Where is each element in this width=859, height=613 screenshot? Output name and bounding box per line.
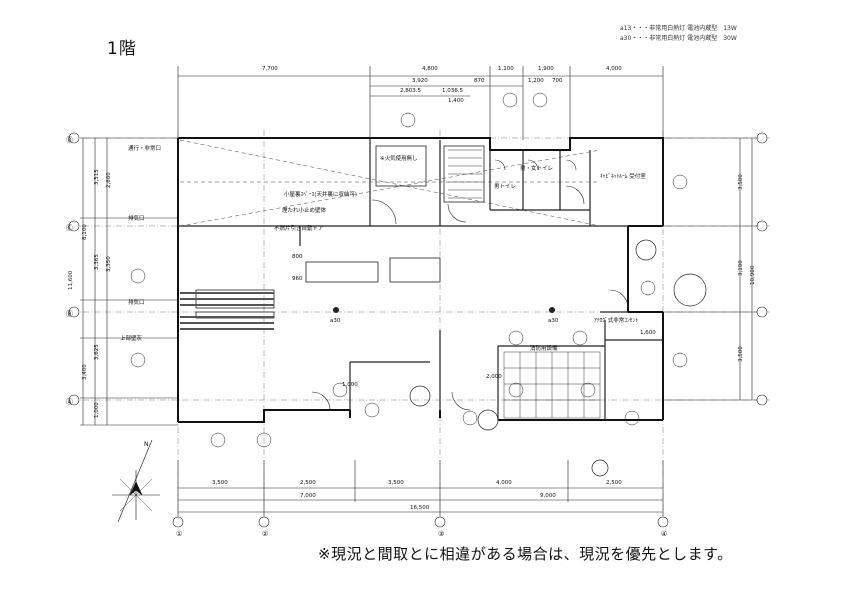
label-hijo: 消防用設備 — [530, 344, 558, 352]
outer-walls — [177, 137, 664, 423]
legend: a13・・・非常用白熱灯 電池内蔵型 13W a30・・・非常用白熱灯 電池内蔵… — [620, 24, 737, 44]
side-label-3: 上部壁灰 — [120, 334, 143, 342]
axis-y-a: Ⓐ — [66, 398, 73, 406]
dim-left-outer-1: 11,600 — [68, 270, 74, 290]
label-2000: 2,000 — [486, 374, 502, 380]
detail-markers — [130, 92, 688, 448]
dim-bottom-2: 3,500 — [388, 480, 404, 486]
north-label: N — [144, 441, 149, 448]
label-1000: 1,000 — [342, 382, 358, 388]
label-800: 800 — [292, 254, 303, 260]
legend-item-a30: a30・・・非常用白熱灯 電池内蔵型 30W — [620, 35, 737, 42]
dim-top4: 1,400 — [448, 98, 464, 104]
dim-top3-0: 2,803.5 — [400, 88, 421, 94]
dim-left-mid-3: 3,400 — [82, 364, 88, 380]
grid-lines — [72, 130, 770, 520]
dim-top-1: 4,800 — [422, 66, 438, 72]
axis-markers — [68, 132, 768, 528]
dim-right-1: 3,100 — [738, 260, 744, 276]
dim-left-mid-0: 3,515 — [94, 169, 100, 185]
dim-right-2: 3,500 — [738, 346, 744, 362]
dim-bottom-0: 3,500 — [212, 480, 228, 486]
axis-y-b: Ⓑ — [66, 310, 73, 318]
label-960: 960 — [292, 276, 303, 282]
axis-y-c: Ⓒ — [66, 224, 73, 232]
dim-left-outer-0: 8,100 — [82, 224, 88, 240]
label-lamp-1: a30 — [330, 318, 341, 324]
bench-hatch — [180, 292, 274, 330]
floor-title: 1階 — [107, 39, 137, 59]
dim-left-mid-2: 3,625 — [94, 344, 100, 360]
dim-right-total: 10,900 — [750, 265, 756, 285]
lamps — [333, 307, 555, 313]
dim-bottom2-0: 7,000 — [300, 493, 316, 499]
doors — [311, 159, 629, 411]
dim-right-0: 3,500 — [738, 174, 744, 190]
axis-y-d: Ⓓ — [66, 136, 73, 144]
axis-x-4: ④ — [661, 530, 667, 538]
legend-item-a13: a13・・・非常用白熱灯 電池内蔵型 13W — [620, 25, 737, 32]
dim-left-inner-1: 3,350 — [106, 256, 112, 272]
dim-top-4: 4,000 — [606, 66, 622, 72]
label-lamp-note: ｱﾅﾛｸﾞ式非常ｺﾝｾﾝﾄ — [594, 316, 638, 324]
label-1600: 1,600 — [640, 330, 656, 336]
dim-left-inner-0: 2,600 — [106, 172, 112, 188]
interior-walls — [178, 138, 663, 420]
axis-x-3: ③ — [438, 530, 444, 538]
label-fire: ※火気使用無し — [380, 154, 418, 162]
label-reception: ｷｬﾋﾞﾈｯﾄﾙｰﾑ 受付室 — [600, 172, 646, 180]
stairs — [448, 149, 482, 199]
label-toilet: 男・女トイレ — [520, 164, 553, 172]
north-arrow — [112, 439, 160, 523]
side-label-2: 排気口 — [128, 298, 145, 306]
entrance-grid — [503, 351, 601, 419]
side-label-0: 通行・非常口 — [128, 144, 161, 152]
axis-x-2: ② — [262, 530, 268, 538]
dim-top-2: 1,100 — [498, 66, 514, 72]
side-label-1: 排気口 — [128, 214, 145, 222]
dim-top2-0: 3,920 — [412, 78, 428, 84]
trees — [409, 239, 707, 477]
dim-bottom-1: 2,500 — [300, 480, 316, 486]
label-toilet-b: 男トイレ — [494, 183, 516, 190]
disclaimer-note: ※現況と間取とに相違がある場合は、現況を優先とします。 — [318, 545, 733, 563]
label-door: 不燃片引き自動ドア — [274, 224, 324, 232]
dim-left-mid-1: 3,365 — [94, 254, 100, 270]
dim-bottom2-1: 9,000 — [540, 493, 556, 499]
dim-top-0: 7,700 — [262, 66, 278, 72]
ceiling-space-lines — [179, 139, 601, 227]
dim-total: 16,500 — [410, 505, 430, 511]
label-lamp-2: a30 — [548, 318, 559, 324]
label-fire-wall: 煙たれ小止め壁体 — [282, 206, 327, 214]
dim-top2-1: 870 — [474, 78, 485, 84]
axis-x-1: ① — [176, 530, 182, 538]
dim-top2-3: 700 — [552, 78, 563, 84]
dim-bottom-3: 4,000 — [496, 480, 512, 486]
dim-bottom-4: 2,500 — [606, 480, 622, 486]
dim-top-3: 1,900 — [538, 66, 554, 72]
dim-top3-1: 1,036.5 — [442, 88, 463, 94]
dim-top2-2: 1,200 — [528, 78, 544, 84]
dim-left-mid-4: 1,000 — [94, 402, 100, 418]
label-beam: 小屋裏ｽﾍﾟｰｽ(天井裏に収納可) — [284, 190, 357, 198]
